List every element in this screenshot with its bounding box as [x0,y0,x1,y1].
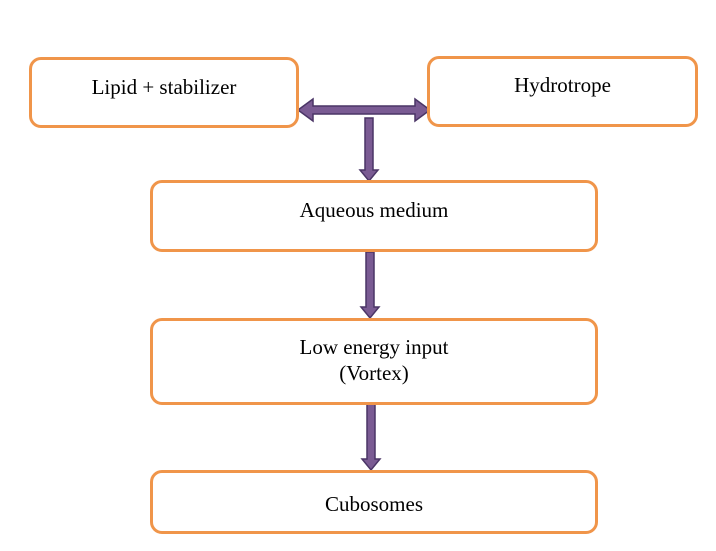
aqueous-medium-box: Aqueous medium [150,180,598,252]
cubosomes-label: Cubosomes [324,492,423,516]
hydrotrope-label: Hydrotrope [514,73,611,97]
hydrotrope-box: Hydrotrope [427,56,698,127]
arrow-to-low-energy-input [359,251,381,320]
cubosomes-box: Cubosomes [150,470,598,534]
aqueous-medium-label: Aqueous medium [299,198,449,222]
low-energy-input-label: Low energy input [299,335,449,359]
low-energy-input-box: Low energy input (Vortex) [150,318,598,405]
vortex-label: (Vortex) [339,361,409,385]
arrow-to-aqueous-medium [358,117,380,183]
lipid-stabilizer-label: Lipid + stabilizer [91,75,237,99]
connector-arrow-lipid-hydrotrope [296,97,432,123]
lipid-stabilizer-box: Lipid + stabilizer [29,57,299,128]
arrow-to-cubosomes [360,403,382,472]
